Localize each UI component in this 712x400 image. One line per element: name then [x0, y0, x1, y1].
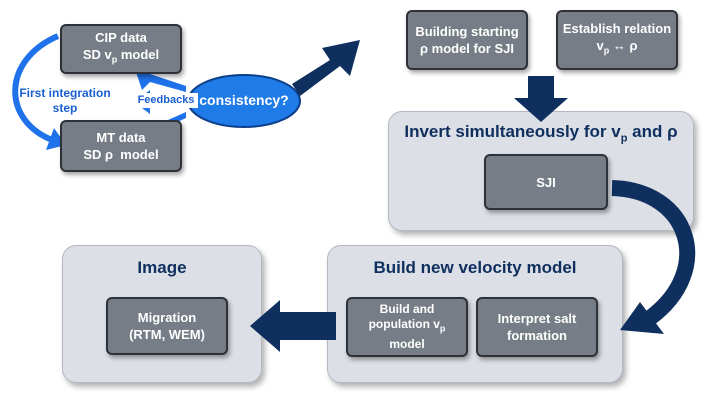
relation-line2: vp ↔ ρ	[563, 37, 671, 60]
arrow-build-to-image	[250, 300, 336, 352]
population-line2: population vp	[369, 317, 446, 336]
population-line1: Build and	[379, 302, 435, 317]
integration-line1: First integration	[19, 86, 111, 100]
interpret-line2: formation	[507, 328, 567, 343]
consistency-label: consistency?	[199, 92, 289, 108]
integration-line2: step	[52, 101, 78, 115]
sji-box: SJI	[484, 154, 608, 210]
invert-panel: Invert simultaneously for vp and ρ	[388, 111, 694, 231]
interpret-line1: Interpret salt	[497, 311, 577, 326]
migration-box: Migration (RTM, WEM)	[106, 297, 228, 355]
build-panel-title: Build new velocity model	[373, 258, 577, 277]
population-line2-sub: p	[439, 323, 446, 334]
population-box: Build and population vp model	[346, 297, 468, 357]
image-panel-title: Image	[137, 258, 187, 277]
interpret-box: Interpret salt formation	[476, 297, 598, 357]
relation-line1: Establish relation	[562, 21, 672, 37]
invert-title-suffix: and ρ	[627, 122, 678, 141]
sji-curve-arrowhead	[620, 302, 664, 334]
cip-line1: CIP data	[95, 30, 147, 46]
relation-box: Establish relation vp ↔ ρ	[556, 10, 678, 70]
start-line1: Building starting	[415, 24, 519, 39]
migration-line2: (RTM, WEM)	[129, 327, 205, 342]
cip-data-box: CIP data SD vp model	[60, 24, 182, 74]
relation-line2-prefix: v	[596, 38, 604, 54]
mt-line1: MT data	[96, 130, 146, 145]
invert-title-sub: p	[620, 132, 628, 145]
mt-line2: SD ρ model	[83, 147, 159, 162]
arrow-down-to-invert	[514, 76, 568, 122]
cip-line2-prefix: SD v	[82, 47, 112, 63]
relation-line2-sub: p	[603, 45, 610, 56]
cip-line2: SD vp model	[83, 46, 159, 69]
population-line3: model	[389, 336, 425, 351]
migration-line1: Migration	[137, 310, 197, 325]
invert-panel-title: Invert simultaneously for vp and ρ	[389, 122, 693, 144]
starting-model-box: Building starting ρ model for SJI	[406, 10, 528, 70]
relation-line2-suffix: ↔ ρ	[609, 38, 638, 54]
integration-arrow	[12, 33, 60, 143]
sji-curve-arrow	[611, 180, 696, 325]
cip-line2-sub: p	[111, 54, 118, 65]
population-line2-prefix: population v	[368, 317, 440, 332]
arrow-to-top-right	[292, 40, 360, 96]
cip-line2-suffix: model	[117, 47, 160, 63]
first-integration-label: First integration step	[10, 86, 120, 116]
start-line2: ρ model for SJI	[419, 41, 514, 56]
invert-title-prefix: Invert simultaneously for v	[404, 122, 621, 141]
mt-data-box: MT data SD ρ model	[60, 120, 182, 172]
feedbacks-label: Feedbacks	[134, 93, 198, 108]
